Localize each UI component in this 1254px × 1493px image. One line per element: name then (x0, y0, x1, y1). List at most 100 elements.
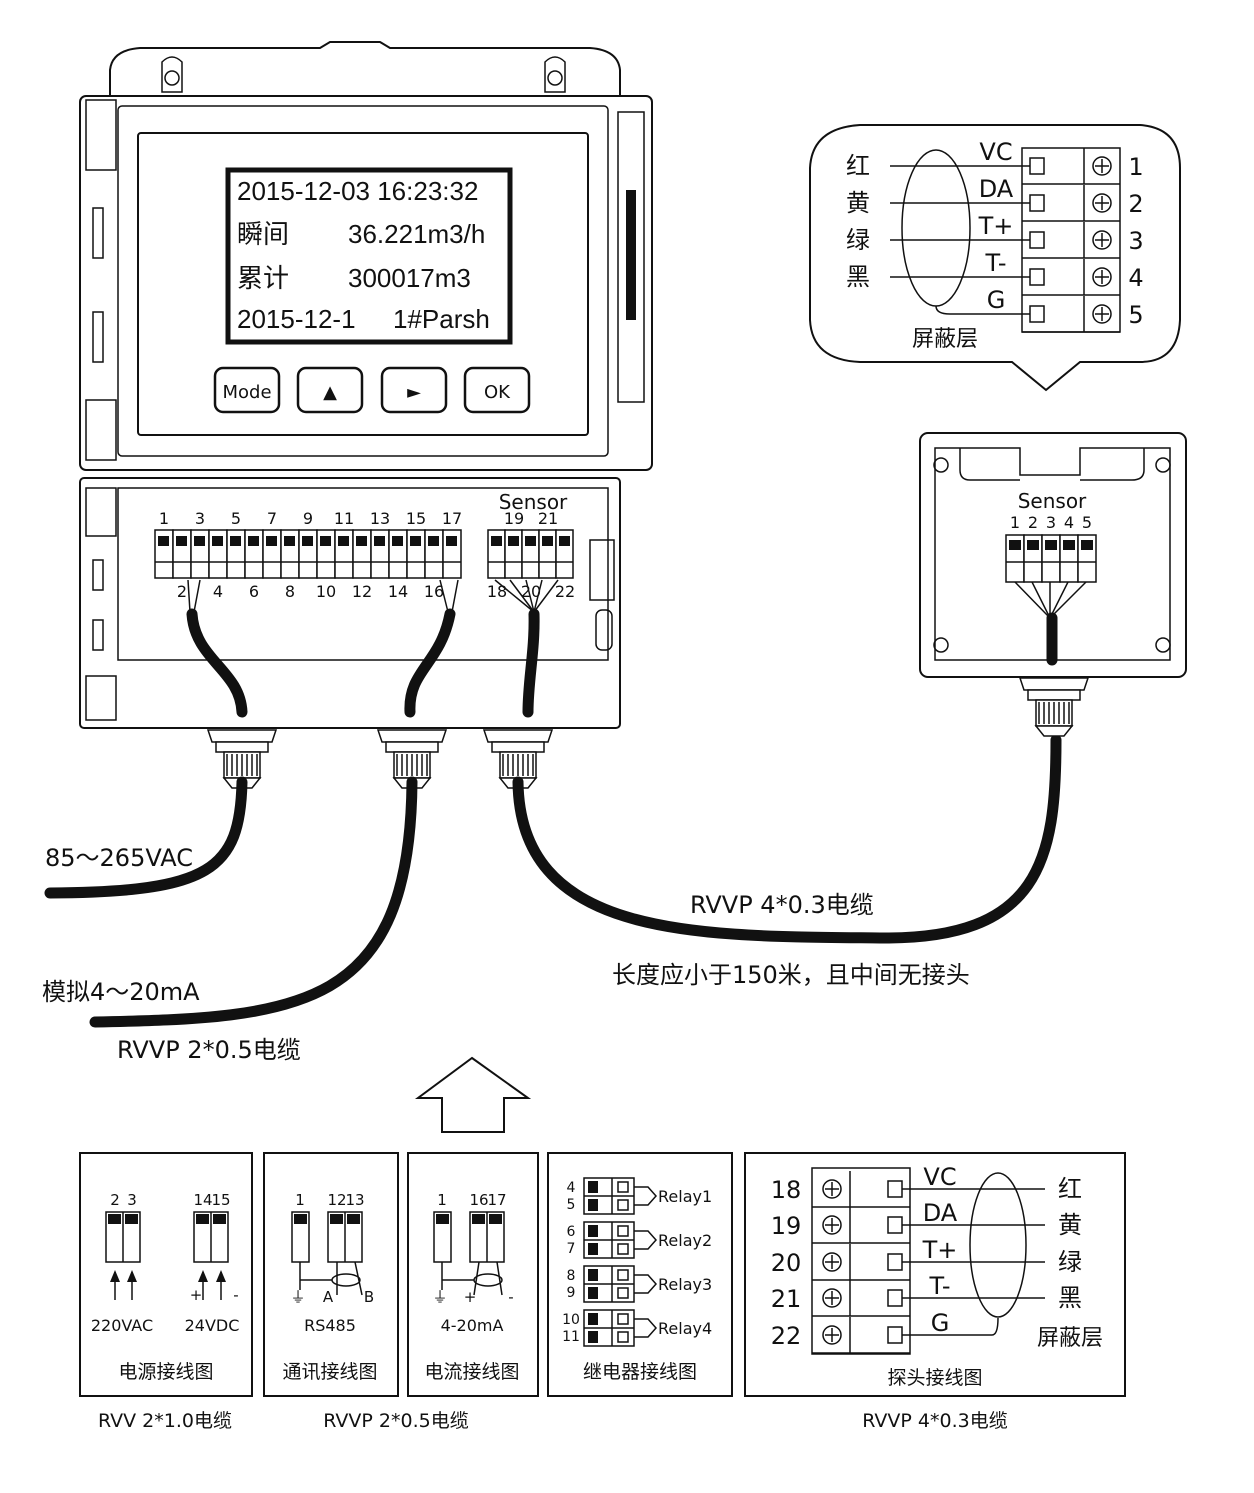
current-terminal-1-screw (436, 1214, 449, 1224)
relay-wire (634, 1186, 658, 1206)
terminal-number-9: 9 (303, 509, 313, 528)
sensor-terminal-number-3: 3 (1046, 513, 1056, 532)
probe-color-0: 红 (1058, 1175, 1082, 1203)
legend-panel-frame (79, 1152, 253, 1397)
svg-text:►: ► (407, 382, 421, 403)
internal-wires (187, 579, 559, 613)
callout-pin-3: 3 (1128, 227, 1143, 255)
comm-protocol-label: RS485 (304, 1316, 356, 1335)
callout-terminal-clamp (1029, 194, 1045, 212)
terminal-number-8: 8 (285, 582, 295, 601)
relay-pin-8: 8 (567, 1268, 576, 1284)
power-arrow-head (216, 1270, 226, 1282)
internal-cables (186, 608, 540, 718)
relay-clamp (617, 1331, 629, 1343)
callout-color-3: 黑 (846, 263, 870, 291)
relay-screw (588, 1269, 598, 1281)
relay-name-2: Relay2 (658, 1231, 712, 1250)
relay-clamp (617, 1287, 629, 1299)
keypad: Mode ▲ ► OK (213, 366, 531, 414)
power-arrow-head (127, 1270, 137, 1282)
relay-screw (588, 1199, 598, 1211)
lcd-total-label: 累计 (237, 263, 289, 293)
ok-button[interactable]: OK (463, 366, 531, 414)
svg-text:OK: OK (484, 382, 511, 403)
probe-pin-22: 22 (771, 1322, 802, 1350)
terminal-number-18: 18 (487, 582, 507, 601)
terminal-number-22: 22 (555, 582, 575, 601)
terminal-screw (248, 536, 259, 546)
legend-panel-frame (744, 1152, 1126, 1397)
callout-signal-2: T+ (978, 212, 1014, 240)
relay-name-3: Relay3 (658, 1275, 712, 1294)
terminal-number-17: 17 (442, 509, 462, 528)
power-pin-3: 3 (127, 1191, 137, 1209)
comm-pin-13: 13 (345, 1191, 364, 1209)
lcd-total-value: 300017m3 (348, 263, 471, 293)
terminal-screw (410, 536, 421, 546)
relay-name-4: Relay4 (658, 1319, 712, 1338)
lcd-flow-value: 36.221m3/h (348, 219, 485, 249)
relay-clamp (617, 1269, 629, 1281)
terminal-screw (212, 536, 223, 546)
sensor-terminal-screw (1009, 540, 1021, 550)
mode-button[interactable]: Mode (213, 366, 281, 414)
up-button[interactable]: ▲ (296, 366, 364, 414)
terminal-number-14: 14 (388, 582, 408, 601)
terminal-number-11: 11 (334, 509, 354, 528)
terminal-screw (338, 536, 349, 546)
terminal-screw (194, 536, 205, 546)
terminal-screw (176, 536, 187, 546)
callout-color-0: 红 (846, 152, 870, 180)
current-wire (496, 1261, 503, 1296)
svg-text:▲: ▲ (323, 382, 337, 403)
sensor-terminal-screw (1081, 540, 1093, 550)
right-button[interactable]: ► (380, 366, 448, 414)
terminal-screw (446, 536, 457, 546)
gland-tip (1034, 725, 1074, 737)
current-pin-16: 16 (469, 1191, 488, 1209)
callout-pin-1: 1 (1128, 153, 1143, 181)
power-dc-terminal-screw (196, 1214, 209, 1224)
sensor-terminal-screw (1045, 540, 1057, 550)
relay-pin-4: 4 (567, 1180, 576, 1196)
probe-color-2: 绿 (1058, 1248, 1082, 1276)
callout-pin-4: 4 (1128, 264, 1143, 292)
power-ac-terminal-screw (125, 1214, 138, 1224)
relay-clamp (617, 1181, 629, 1193)
terminal-screw (320, 536, 331, 546)
lcd-param: 1#Parsh (393, 304, 490, 334)
analog-cable-label: RVVP 2*0.5电缆 (117, 1036, 301, 1064)
gland-nut (482, 729, 554, 743)
power-cable-spec: RVV 2*1.0电缆 (98, 1410, 232, 1432)
comm-terminal-12-13-screw (330, 1214, 343, 1224)
terminal-screw (266, 536, 277, 546)
terminal-screw (374, 536, 385, 546)
probe-shield-label: 屏蔽层 (1037, 1326, 1103, 1351)
relay-screw (588, 1243, 598, 1255)
probe-terminal-clamp (887, 1180, 903, 1198)
probe-signal-1: DA (923, 1199, 958, 1227)
relay-wire (634, 1230, 658, 1250)
relay-wire (634, 1274, 658, 1294)
probe-cable-spec: RVVP 4*0.3电缆 (862, 1410, 1007, 1432)
sensor-terminal-number-1: 1 (1010, 513, 1020, 532)
power-minus-sign: - (233, 1286, 238, 1304)
current-minus-sign: - (508, 1288, 513, 1306)
probe-color-1: 黄 (1058, 1211, 1082, 1239)
power-arrow-head (110, 1270, 120, 1282)
relay-pin-7: 7 (567, 1241, 576, 1257)
terminal-number-1: 1 (159, 509, 169, 528)
power-plus-sign: + (190, 1286, 203, 1304)
probe-pin-21: 21 (771, 1285, 802, 1313)
power-ac-label: 220VAC (91, 1316, 153, 1335)
terminal-number-15: 15 (406, 509, 426, 528)
current-panel-title: 电流接线图 (424, 1361, 519, 1383)
relay-clamp (617, 1243, 629, 1255)
terminal-number-19: 19 (504, 509, 524, 528)
sensor-box-label: Sensor (1018, 489, 1087, 513)
callout-shield-wire (935, 305, 1030, 315)
